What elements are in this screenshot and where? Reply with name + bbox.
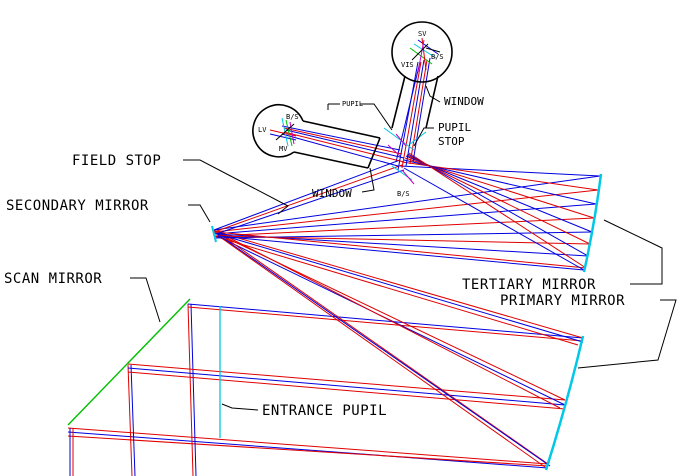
secondary-mirror-callout: SECONDARY MIRROR: [6, 198, 211, 223]
window-upper-label: WINDOW: [444, 95, 484, 108]
ray-bundle-lv-mv: [281, 125, 405, 167]
ray-bundle-secondary-to-tertiary: [213, 175, 601, 271]
sv-internal-optics: [409, 37, 441, 73]
sv-label: SV: [418, 30, 427, 38]
entrance-pupil-callout: ENTRANCE PUPIL: [221, 403, 387, 419]
bs-bottom-label: B/S: [397, 190, 410, 198]
ray-bundle-tertiary-to-relay: [399, 152, 601, 271]
ray-bundle-primary-lower: [67, 303, 549, 476]
ray-fan-field-stop: [213, 159, 405, 235]
lv-label: LV: [258, 126, 267, 134]
tertiary-mirror-callout: TERTIARY MIRROR: [462, 219, 663, 293]
scan-mirror-callout: SCAN MIRROR: [4, 271, 161, 323]
bs-top-label: B/S: [431, 53, 444, 61]
primary-mirror-label: PRIMARY MIRROR: [500, 293, 625, 309]
tertiary-mirror-label: TERTIARY MIRROR: [462, 277, 596, 293]
pupil-stop-callout: PUPIL STOP: [413, 121, 471, 148]
field-stop-label: FIELD STOP: [72, 153, 161, 169]
pupil-stop-label-line2: STOP: [438, 135, 465, 148]
ray-bundle-sv: [395, 57, 431, 171]
pupil-callout: PUPIL: [327, 100, 393, 131]
entrance-pupil-label: ENTRANCE PUPIL: [262, 403, 387, 419]
scan-mirror: [67, 298, 191, 426]
primary-mirror-callout: PRIMARY MIRROR: [500, 293, 677, 369]
vis-label: VIS: [401, 61, 414, 69]
sv-housing: [391, 21, 453, 129]
lv-mv-internal-optics: [269, 117, 297, 147]
bs-left-label: B/S: [286, 113, 299, 121]
lv-mv-housing: [252, 104, 381, 169]
window-lower-callout: WINDOW: [312, 167, 375, 200]
secondary-mirror-label: SECONDARY MIRROR: [6, 198, 149, 214]
field-stop-callout: FIELD STOP: [72, 153, 289, 215]
primary-mirror: [544, 335, 585, 471]
ray-bundle-primary-to-secondary: [213, 229, 584, 468]
pupil-label: PUPIL: [342, 100, 363, 108]
pupil-stop-label-line1: PUPIL: [438, 121, 471, 134]
window-upper-callout: WINDOW: [425, 85, 484, 108]
window-lower-label: WINDOW: [312, 187, 352, 200]
ray-bundle-primary-middle: [127, 363, 566, 410]
scan-mirror-label: SCAN MIRROR: [4, 271, 102, 287]
secondary-mirror: [211, 225, 217, 243]
mv-label: MV: [279, 145, 288, 153]
ray-bundle-primary-upper: [187, 303, 584, 342]
tertiary-mirror: [582, 173, 603, 273]
